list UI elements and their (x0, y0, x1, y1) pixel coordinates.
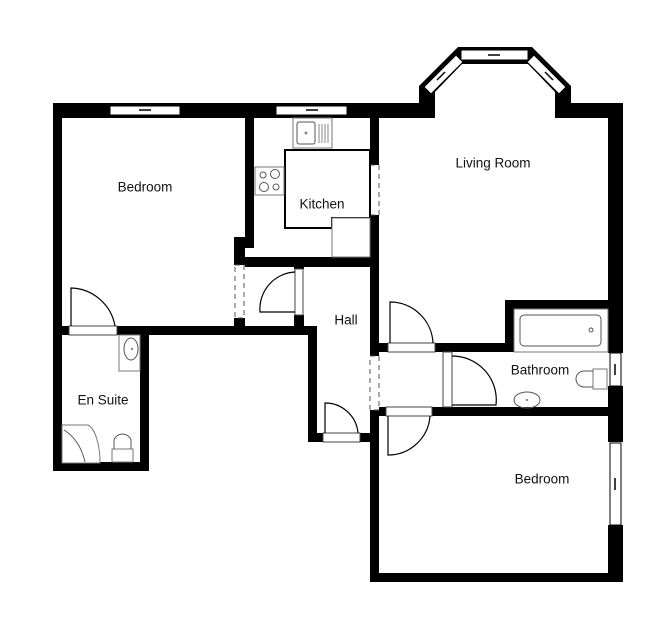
room-label-hall: Hall (334, 312, 358, 328)
room-label-kitchen: Kitchen (299, 196, 345, 212)
room-label-bedroom-2: Bedroom (514, 471, 570, 487)
room-label-bedroom: Bedroom (117, 179, 173, 195)
doors (68, 268, 497, 456)
windows (109, 49, 622, 526)
kitchen-fixtures (254, 117, 371, 258)
ensuite-fixtures (61, 334, 141, 464)
room-label-bathroom: Bathroom (510, 362, 570, 378)
room-label-living-room: Living Room (455, 155, 531, 171)
bathroom-fixtures (513, 308, 609, 409)
openings (234, 164, 380, 411)
room-label-en-suite: En Suite (77, 392, 129, 408)
